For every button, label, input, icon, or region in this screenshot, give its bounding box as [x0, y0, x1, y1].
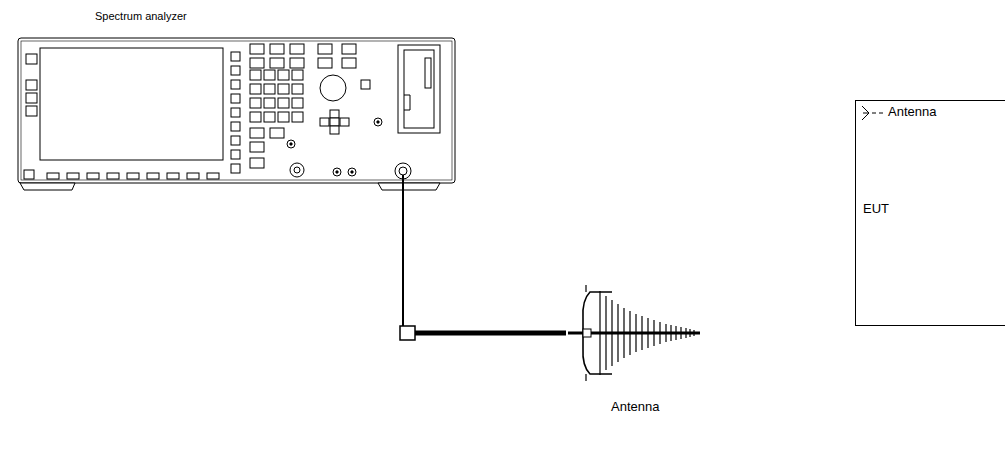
rf-cable — [403, 192, 560, 333]
instrument-name: Spectrum analyzer — [95, 10, 187, 23]
antenna-symbol — [858, 102, 888, 124]
eut-box: AntennaEUT — [855, 100, 1005, 326]
analyzer-body — [18, 38, 455, 183]
analyzer-node: Spectrum analyzer — [18, 8, 458, 192]
antenna-label: Antenna — [888, 105, 936, 120]
antenna-label: Antenna — [611, 400, 659, 415]
analyzer-screen — [40, 48, 223, 160]
log-periodic-antenna — [568, 285, 700, 381]
eut-label: EUT — [863, 202, 889, 217]
antenna-node: Antenna — [560, 285, 710, 421]
